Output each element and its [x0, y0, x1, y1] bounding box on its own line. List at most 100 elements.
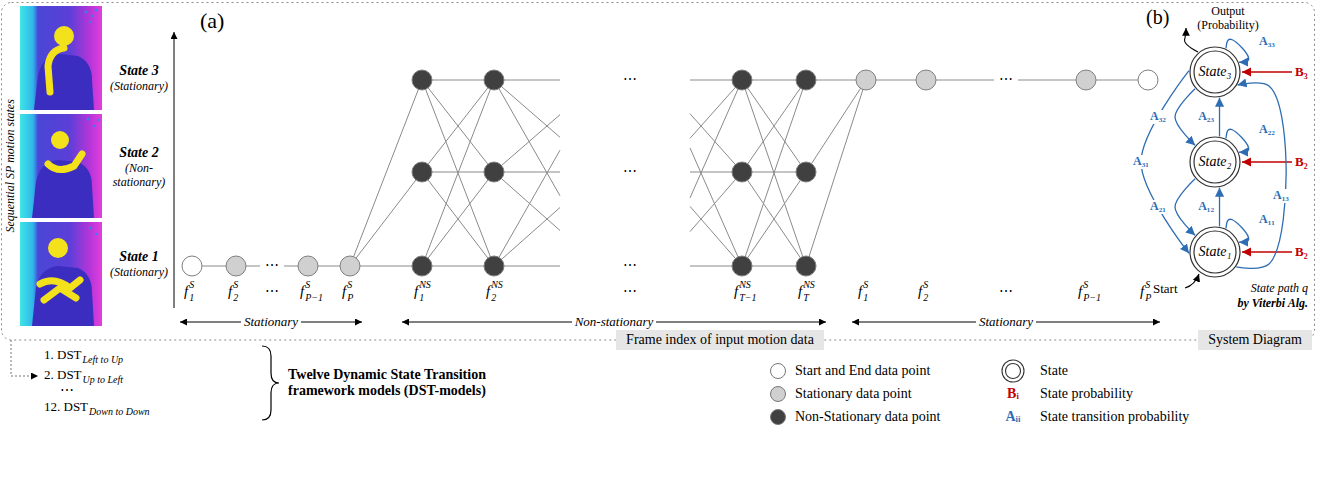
- brace-note-text: Twelve Dynamic State Transition framewor…: [288, 367, 486, 398]
- frame-superscript-text: NS: [419, 279, 431, 290]
- legend-text: State: [1040, 363, 1068, 378]
- frame-superscript-text: S: [1083, 279, 1088, 290]
- frame-superscript-text: S: [347, 279, 352, 290]
- frame-subscript: T: [803, 292, 809, 304]
- frame-superscript-text: NS: [803, 279, 815, 290]
- depth-noise: [89, 227, 98, 236]
- axis-title-box: Frame index of input motion data: [616, 330, 824, 350]
- frame-superscript-text: NS: [491, 279, 503, 290]
- side-caption: Sequential SP motion states: [4, 99, 18, 232]
- legend-symbol-text: Aᵢᵢ: [1005, 409, 1020, 424]
- body-silhouette: [34, 54, 94, 110]
- legend-swatch: [770, 409, 786, 425]
- frame-superscript: NS: [419, 279, 431, 291]
- state-type: (Stationary): [110, 266, 168, 280]
- frame-subscript: 1: [863, 292, 868, 304]
- dotted-frame: [2, 3, 1315, 341]
- state-type-text: (Non- stationary): [113, 161, 166, 189]
- frame-symbol-text: f: [228, 283, 232, 299]
- nonstationary-point: [732, 162, 752, 182]
- legend-text: State probability: [1040, 386, 1133, 401]
- transition-arrow: [1236, 83, 1286, 268]
- panel-title-box: System Diagram: [1198, 330, 1312, 350]
- ellipsis: ⋯: [999, 72, 1013, 88]
- frame-symbol-text: f: [734, 283, 738, 299]
- model-name-text: 12. DST: [44, 399, 88, 414]
- state-node: State₁: [1189, 226, 1241, 278]
- frame-superscript-text: S: [189, 279, 194, 290]
- state-label: State 1: [119, 249, 158, 265]
- frame-symbol: f: [918, 283, 922, 300]
- frame-symbol-text: f: [300, 283, 304, 299]
- ellipsis-text: ⋯: [999, 284, 1013, 299]
- transition-label: A₃₃: [1258, 35, 1276, 49]
- transition-label: A₂₂: [1258, 123, 1276, 137]
- frame-symbol-text: f: [798, 283, 802, 299]
- probability-label-text: B₂: [1295, 154, 1308, 169]
- span-label-text: Stationary: [979, 314, 1033, 329]
- frame-symbol-text: f: [918, 283, 922, 299]
- ellipsis-text: ⋯: [999, 72, 1013, 87]
- ellipsis: ⋯: [60, 383, 74, 399]
- note-text: State path q: [1251, 282, 1308, 296]
- state-type: (Non- stationary): [106, 162, 172, 190]
- frame-superscript: S: [233, 279, 238, 291]
- frame-superscript-text: S: [305, 279, 310, 290]
- frame-symbol: f: [228, 283, 232, 300]
- curly-brace: [262, 346, 279, 420]
- nonstationary-point: [412, 162, 432, 182]
- legend-swatch: [770, 363, 786, 379]
- depth-noise: [87, 118, 100, 128]
- ellipsis: ⋯: [999, 284, 1013, 300]
- transition-label: A₃₂: [1149, 110, 1167, 124]
- frame-subscript: 2: [491, 292, 496, 304]
- inner-ring: [1194, 51, 1236, 93]
- frame-symbol-text: f: [1078, 283, 1082, 299]
- transition-label: A₂₃: [1197, 110, 1215, 124]
- transition-label: A₁₃: [1272, 189, 1290, 203]
- span-label-text: Stationary: [244, 314, 298, 329]
- transition-arrow: [1219, 98, 1220, 137]
- frame-superscript: S: [923, 279, 928, 291]
- inner-ring: [1194, 141, 1236, 183]
- legend-symbol: Aᵢᵢ: [1005, 409, 1020, 425]
- stationary-point: [856, 70, 876, 90]
- span-label-text: Non-stationary: [575, 314, 654, 329]
- frame-symbol: f: [414, 283, 418, 300]
- output-arrow: [1185, 28, 1198, 52]
- probability-label: B₃: [1295, 65, 1308, 80]
- frame-subscript: 2: [923, 292, 928, 304]
- frame-symbol: f: [1078, 283, 1082, 300]
- frame-subscript: T−1: [739, 292, 756, 304]
- stationary-point: [226, 256, 246, 276]
- note-text: by Viterbi Alg.: [1237, 297, 1308, 311]
- ellipsis: ⋯: [623, 258, 637, 274]
- ellipsis-text: ⋯: [623, 72, 637, 87]
- state-axis: [174, 32, 175, 308]
- transition-label-text: A₂₂: [1259, 122, 1275, 136]
- frame-symbol-text: f: [414, 283, 418, 299]
- state-type: (Stationary): [110, 80, 168, 94]
- model-subscript-text: Up to Left: [83, 374, 124, 385]
- legend-symbol: Bᵢ: [1007, 386, 1019, 402]
- ellipsis: ⋯: [623, 72, 637, 88]
- transition-label-text: A₃₁: [1133, 154, 1149, 168]
- nonstationary-point: [484, 162, 504, 182]
- node-text: Frame index of input motion data: [626, 332, 814, 347]
- frame-superscript-text: S: [233, 279, 238, 290]
- model-subscript: Left to Up: [83, 354, 124, 366]
- start-label: Start: [1153, 282, 1178, 297]
- legend-entry: State probability: [1040, 386, 1133, 402]
- state-probability-arrows: [1242, 72, 1292, 252]
- frame-subscript: P−1: [305, 292, 323, 304]
- frame-symbol: f: [1140, 283, 1144, 300]
- transition-label-text: A₁₁: [1259, 212, 1275, 226]
- legend-text: Stationary data point: [795, 386, 912, 401]
- state-type-text: (Stationary): [110, 79, 168, 93]
- span-label: Stationary: [976, 315, 1036, 330]
- start-point: [182, 256, 202, 276]
- span-label: Non-stationary: [572, 315, 657, 330]
- stationary-point: [340, 256, 360, 276]
- inner-ring: [1006, 364, 1021, 379]
- depth-background: [20, 222, 102, 326]
